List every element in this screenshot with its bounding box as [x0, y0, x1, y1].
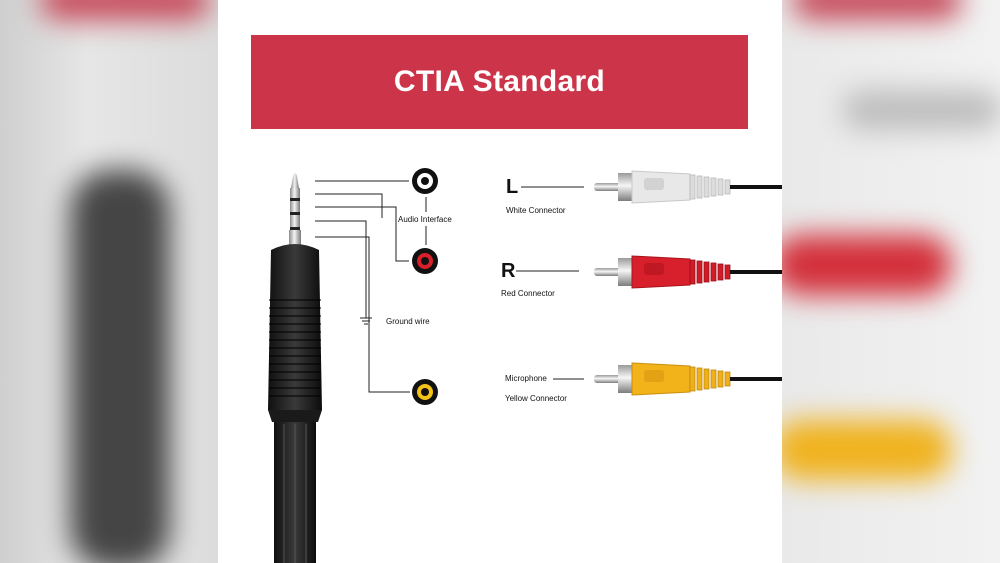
rca-leader-lines: [516, 186, 584, 380]
jack-insulator-2: [290, 212, 300, 215]
title-banner: CTIA Standard: [251, 35, 748, 129]
blurred-banner: [40, 0, 210, 20]
white-rca-plug: [594, 170, 782, 204]
red-connector-label: Red Connector: [501, 289, 555, 298]
jack-ring-1: [290, 188, 300, 198]
jack-tip: [291, 173, 299, 188]
blurred-background-right: [782, 0, 1000, 563]
blurred-white-plug: [842, 90, 1000, 130]
jack-sleeve: [289, 230, 301, 248]
white-jack-icon: [412, 168, 438, 194]
red-jack-icon: [412, 248, 438, 274]
jack-grip-ridges: [269, 299, 321, 397]
yellow-rca-plug: [594, 362, 782, 396]
right-channel-letter: R: [501, 260, 516, 282]
banner-title: CTIA Standard: [393, 65, 606, 98]
white-connector-label: White Connector: [506, 206, 566, 215]
yellow-jack-icon: [412, 379, 438, 405]
left-channel-letter: L: [506, 176, 519, 198]
product-diagram-panel: CTIA Standard: [218, 0, 782, 563]
jack-ring-2: [290, 201, 300, 212]
connector-diagram: [268, 168, 782, 563]
jack-insulator-1: [290, 198, 300, 201]
yellow-connector-label: Yellow Connector: [505, 394, 567, 403]
jack-insulator-3: [290, 227, 300, 230]
blurred-background-left: [0, 0, 218, 563]
cable-splits: [283, 424, 307, 563]
blurred-yellow-plug: [782, 420, 952, 480]
audio-interface-label: Audio Interface: [398, 215, 452, 224]
blurred-plug: [70, 170, 170, 563]
ground-icon: [360, 317, 372, 325]
microphone-label: Microphone: [505, 374, 547, 383]
jack-ring-3: [290, 215, 300, 227]
blurred-red-plug: [782, 235, 952, 295]
red-rca-plug: [594, 255, 782, 289]
trrs-jack: [268, 173, 322, 563]
jack-leader-lines: [315, 180, 427, 393]
jack-housing: [268, 244, 322, 410]
blurred-banner: [792, 0, 962, 20]
ground-wire-label: Ground wire: [386, 317, 430, 326]
